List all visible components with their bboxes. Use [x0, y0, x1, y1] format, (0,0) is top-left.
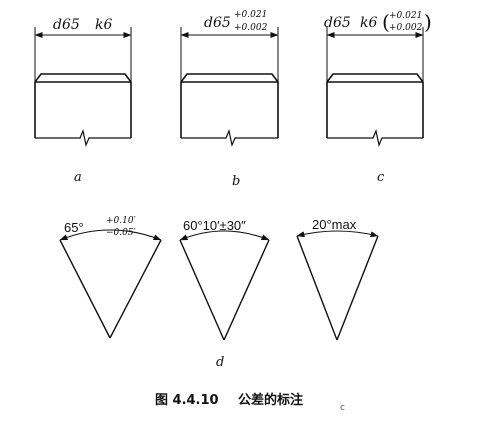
panel-a-label: a	[74, 170, 82, 185]
panel-b-dimension-text: d65	[204, 15, 231, 31]
caption-trailing-mark: c	[340, 403, 345, 413]
angle-1-drawing	[59, 229, 162, 339]
angle-3-drawing	[296, 230, 379, 341]
angle-2-sides	[179, 239, 270, 341]
panel-c-upper-deviation: +0.021	[389, 11, 422, 21]
panel-b-lower-deviation: +0.002	[234, 23, 268, 33]
panel-c-open-paren: (	[382, 10, 390, 34]
angle-2-arc	[179, 230, 270, 241]
panel-c-break-line	[327, 129, 423, 147]
angle-2-text: 60°10′±30″	[183, 218, 246, 233]
panel-a-shaft-outline	[34, 73, 132, 138]
panel-b-label: b	[232, 174, 240, 189]
angle-1-arc	[59, 229, 162, 241]
angle-1-upper-deviation: +0.10′	[106, 216, 136, 226]
panel-c-shaft-outline	[326, 73, 424, 138]
caption-number: 图 4.4.10	[155, 393, 219, 408]
panel-c-lower-deviation: +0.002	[389, 23, 423, 33]
caption-title: 公差的标注	[238, 392, 303, 408]
panel-a-break-line	[35, 129, 131, 147]
angle-3-text: 20°max	[312, 217, 357, 232]
angle-1-sides	[59, 239, 162, 339]
panel-c-dimension-text: d65	[324, 15, 351, 31]
panel-c-drawing	[326, 27, 424, 147]
panel-c-close-paren: )	[424, 10, 432, 34]
panel-c-label: c	[377, 170, 385, 185]
angle-1-lower-deviation: −0.05′	[106, 228, 136, 238]
panel-b-shaft-outline	[180, 73, 279, 138]
panel-c-tolerance-class: k6	[360, 15, 377, 31]
angle-1-nominal: 65°	[64, 220, 84, 235]
panel-a-tolerance-class: k6	[95, 17, 112, 33]
angle-3-sides	[296, 235, 379, 341]
angle-2-drawing	[179, 230, 270, 341]
panel-b-break-line	[181, 129, 278, 147]
panel-a-dimension-text: d65	[53, 17, 80, 33]
panel-a-drawing	[34, 27, 132, 147]
panel-b-drawing	[180, 27, 279, 147]
angle-3-arc	[296, 230, 379, 238]
panel-b-upper-deviation: +0.021	[234, 10, 267, 20]
angles-label: d	[216, 355, 224, 370]
